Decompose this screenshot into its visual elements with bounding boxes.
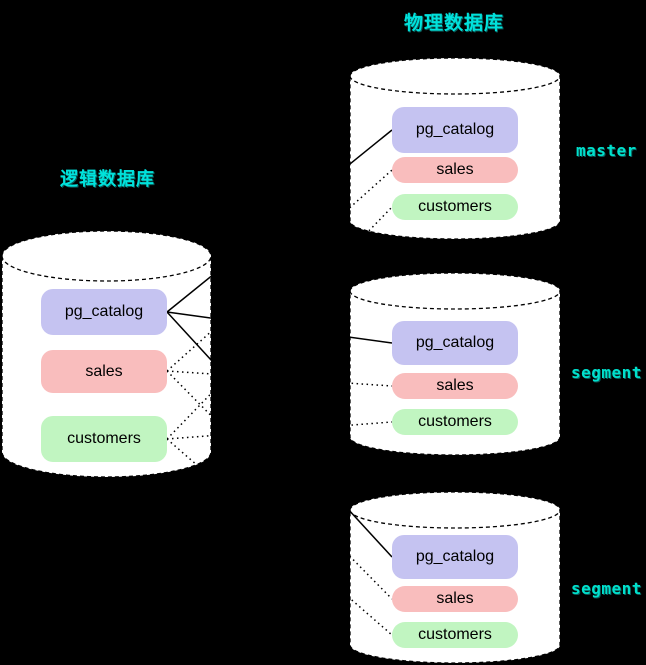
segment2-table-customers: customers (392, 622, 518, 648)
segment2-table-sales: sales (392, 586, 518, 612)
logical-table-customers: customers (41, 416, 167, 462)
connection-sales-segment2-line (166, 370, 393, 600)
master-table-customers: customers (392, 194, 518, 220)
segment1-table-pg-catalog: pg_catalog (392, 321, 518, 365)
segment1-role-label: segment (571, 363, 642, 382)
connection-sales-master-line (166, 169, 393, 372)
logical-table-sales: sales (41, 350, 167, 393)
master-table-sales: sales (392, 157, 518, 183)
connection-pg-catalog-master-line (166, 129, 393, 313)
connection-pg-catalog-segment1-line (166, 311, 393, 344)
segment1-table-customers: customers (392, 409, 518, 435)
segment2-role-label: segment (571, 579, 642, 598)
segment1-table-sales: sales (392, 373, 518, 399)
connection-pg-catalog-segment2-line (166, 311, 393, 558)
physical-db-title: 物理数据库 (404, 13, 505, 34)
master-role-label: master (576, 141, 637, 160)
logical-table-pg-catalog: pg_catalog (41, 289, 167, 335)
logical-db-title: 逻辑数据库 (60, 169, 155, 189)
segment2-table-pg-catalog: pg_catalog (392, 535, 518, 579)
master-table-pg-catalog: pg_catalog (392, 107, 518, 153)
